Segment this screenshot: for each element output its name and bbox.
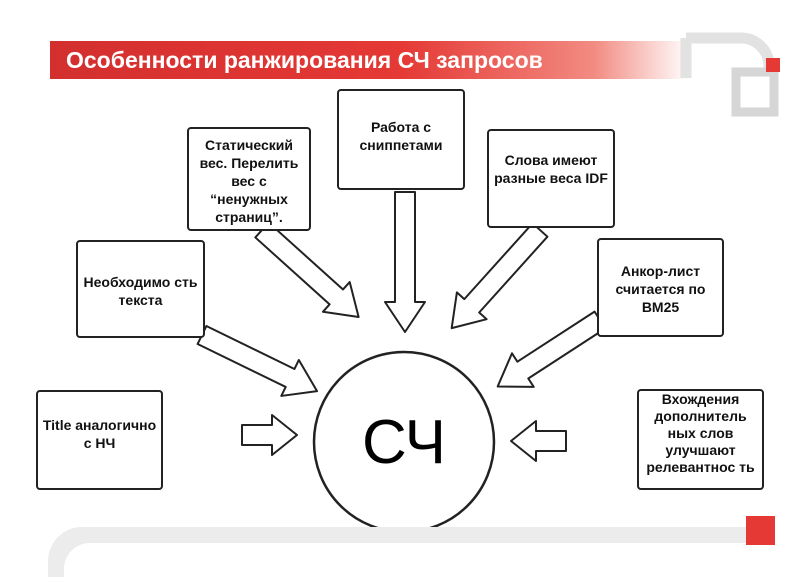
logo-icon [680,32,780,117]
node-idf: Слова имеют разные веса IDF [487,129,615,228]
title-bar [50,41,690,79]
node-anchor: Анкор-лист считается по BM25 [597,238,724,337]
node-static-weight: Статический вес. Перелить вес с “ненужны… [187,127,311,231]
page-title: Особенности ранжирования СЧ запросов [66,47,543,73]
arrow-from-text-need [196,325,319,397]
node-static-weight-label: Статический вес. Перелить вес с “ненужны… [199,137,299,225]
node-snippets: Работа с сниппетами [337,89,465,190]
arrow-from-idf [450,222,549,330]
node-text-need-label: Необходимо сть текста [83,274,198,308]
node-title: Title аналогично с НЧ [36,390,163,490]
diagram-canvas [196,191,607,534]
arrow-from-extra-words [510,420,567,462]
node-idf-label: Слова имеют разные веса IDF [494,152,608,186]
arrow-from-static-weight [254,221,360,318]
arrow-from-anchor [496,310,607,388]
node-extra-words: Вхождения дополнитель ных слов улучшают … [637,389,764,490]
arrow-from-snippets [384,191,426,333]
footer-panel-inner [64,543,754,583]
footer-accent-square [746,516,775,545]
center-node-label: СЧ [361,407,447,477]
node-text-need: Необходимо сть текста [76,240,205,338]
arrow-from-title [241,414,298,456]
node-title-label: Title аналогично с НЧ [42,417,157,451]
node-extra-words-label: Вхождения дополнитель ных слов улучшают … [646,391,755,475]
node-anchor-label: Анкор-лист считается по BM25 [615,263,706,315]
node-snippets-label: Работа с сниппетами [359,119,443,153]
